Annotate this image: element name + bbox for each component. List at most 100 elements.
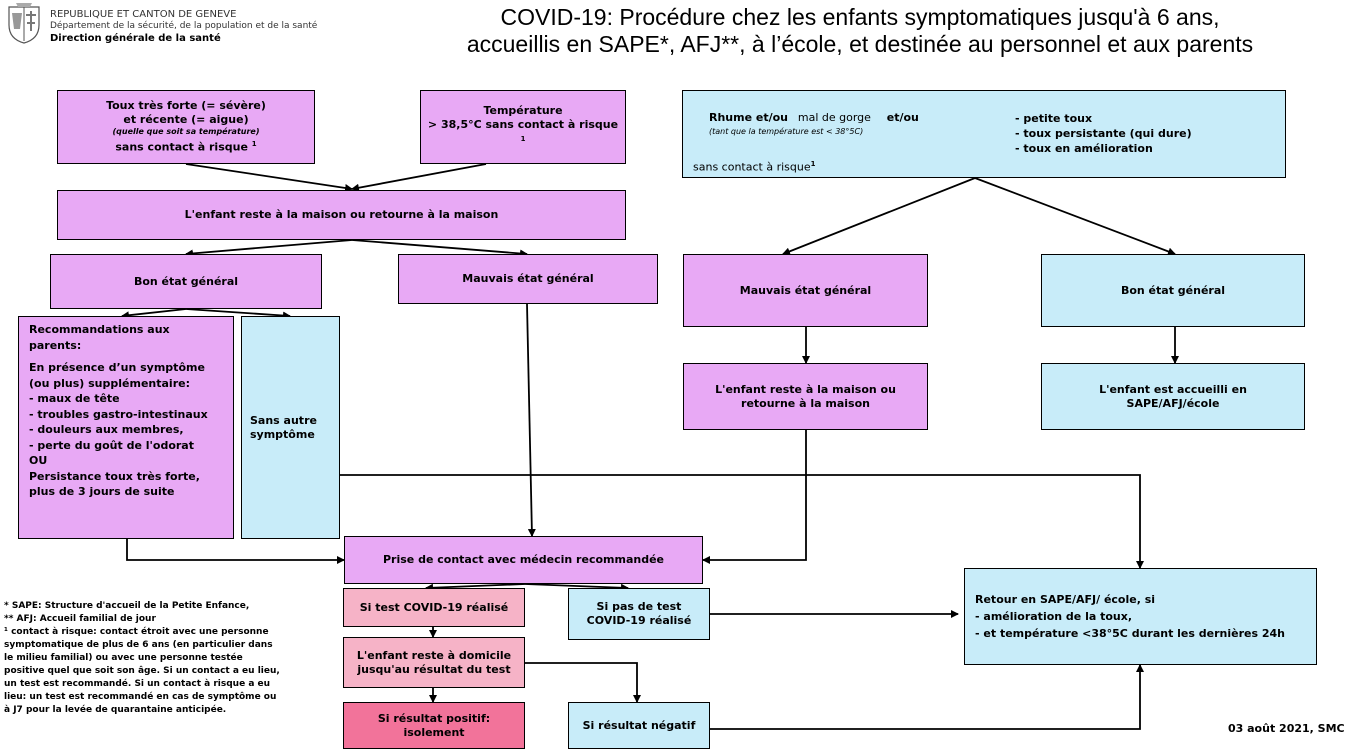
reco-line: plus de 3 jours de suite — [29, 485, 175, 498]
reco-line: - troubles gastro-intestinaux — [29, 407, 208, 421]
mauvais-etat-left-text: Mauvais état général — [462, 272, 594, 285]
reco-line: OU — [29, 454, 48, 467]
reco-line: - perte du goût de l'odorat — [29, 438, 194, 452]
retour-line: - et température <38°5C durant les derni… — [975, 627, 1285, 640]
test-realise-text: Si test COVID-19 réalisé — [359, 600, 509, 614]
domicile-line: jusqu'au résultat du test — [357, 662, 511, 676]
title-line-1: COVID-19: Procédure chez les enfants sym… — [500, 4, 1220, 30]
arrow-toux-to-reste — [185, 163, 353, 192]
footnote-line: symptomatique de plus de 6 ans (en parti… — [4, 640, 273, 650]
institution-line-2: Département de la sécurité, de la popula… — [50, 21, 318, 31]
reste-maison-text: L'enfant reste à la maison ou retourne à… — [184, 208, 499, 221]
footnote-line: à J7 pour la levée de quarantaine antici… — [4, 705, 227, 715]
reco-line: Recommandations aux — [29, 323, 170, 336]
arrow-reco-to-prise — [126, 539, 345, 564]
page-title: COVID-19: Procédure chez les enfants sym… — [360, 4, 1360, 58]
date-signature: 03 août 2021, SMC — [1228, 722, 1345, 735]
geneva-coat-of-arms-icon — [8, 3, 40, 44]
arrow-bon-to-sans — [185, 308, 291, 320]
footnote-line: lieu: un test est recommandé en cas de s… — [4, 692, 277, 702]
arrow-rhume-to-bon-right — [974, 177, 1176, 256]
accueilli-line: L'enfant est accueilli en — [1099, 382, 1247, 396]
reco-line: parents: — [29, 338, 82, 352]
arrow-rhume-to-mauvais-right — [782, 177, 976, 256]
box-temperature: Température > 38,5°C sans contact à risq… — [420, 90, 626, 164]
box-sans-autre: Sans autre symptôme — [241, 316, 340, 539]
footnote-line: * SAPE: Structure d'accueil de la Petite… — [4, 601, 250, 611]
footnote-line: ¹ contact à risque: contact étroit avec … — [4, 627, 269, 637]
bon-etat-right-text: Bon état général — [1120, 283, 1226, 297]
toux-contact: sans contact à risque — [115, 140, 252, 154]
mal-gorge-label: mal de gorge — [797, 111, 871, 124]
mauvais-etat-right-text: Mauvais état général — [739, 283, 872, 297]
temp-threshold: > 38,5°C sans contact à risque — [427, 118, 619, 132]
toux-line-1: Toux très forte (= sévère) — [106, 99, 266, 113]
arrow-sans-to-retour — [340, 474, 1144, 569]
toux-line-3: (quelle que soit sa température) — [112, 127, 260, 137]
reco-line: - maux de tête — [29, 392, 120, 405]
institution-line-1: REPUBLIQUE ET CANTON DE GENEVE — [50, 9, 237, 20]
footnote-line: ** AFJ: Accueil familial de jour — [4, 614, 156, 624]
footnote-line: un test est recommandé. Si un contact à … — [4, 679, 271, 689]
rhume-list: - petite toux - toux persistante (qui du… — [1015, 111, 1192, 156]
arrow-domicile-to-negatif — [525, 662, 641, 703]
box-reste-maison: L'enfant reste à la maison ou retourne à… — [57, 190, 626, 240]
rhume-list-item: - toux persistante (qui dure) — [1015, 127, 1192, 140]
negatif-text: Si résultat négatif — [582, 718, 696, 732]
box-reste-maison-2: L'enfant reste à la maison ou retourne à… — [683, 363, 928, 430]
box-mauvais-etat-right: Mauvais état général — [683, 254, 928, 327]
box-rhume: Rhume et/ou mal de gorge et/ou (tant que… — [682, 90, 1286, 178]
reco-line: Persistance toux très forte, — [29, 469, 200, 483]
box-prise-contact: Prise de contact avec médecin recommandé… — [344, 536, 703, 584]
sans-autre-line: symptôme — [250, 427, 315, 441]
rhume-label: Rhume et/ou — [709, 111, 789, 124]
arrow-negatif-to-retour — [710, 664, 1144, 730]
box-bon-etat-right: Bon état général — [1041, 254, 1305, 327]
rhume-list-item: - petite toux — [1015, 112, 1093, 125]
bon-etat-left-text: Bon état général — [133, 274, 239, 288]
box-recommandations: Recommandations aux parents: En présence… — [18, 316, 234, 539]
temp-line-1: Température — [483, 104, 563, 118]
box-resultat-negatif: Si résultat négatif — [568, 702, 710, 749]
reste-maison-2-line: L'enfant reste à la maison ou — [715, 382, 896, 396]
arrow-reste2-to-prise — [702, 430, 807, 564]
box-test-realise: Si test COVID-19 réalisé — [343, 588, 525, 627]
pas-test-line: Si pas de test — [596, 600, 682, 613]
logo — [4, 3, 44, 45]
box-pas-test: Si pas de test COVID-19 réalisé — [568, 588, 710, 640]
box-accueilli: L'enfant est accueilli en SAPE/AFJ/école — [1041, 363, 1305, 430]
rhume-main: Rhume et/ou mal de gorge et/ou — [709, 111, 919, 125]
retour-line: - amélioration de la toux, — [975, 610, 1133, 623]
reco-line: - douleurs aux membres, — [29, 423, 184, 436]
reco-line: (ou plus) supplémentaire: — [29, 376, 190, 390]
arrow-mauvais-to-prise — [526, 303, 536, 537]
box-bon-etat-left: Bon état général — [50, 254, 322, 309]
toux-line-2: et récente (= aigue) — [123, 113, 249, 127]
accueilli-line: SAPE/AFJ/école — [1126, 396, 1220, 410]
temp-sup: 1 — [520, 135, 526, 144]
positif-line: isolement — [403, 725, 465, 739]
prise-contact-text: Prise de contact avec médecin recommandé… — [382, 553, 664, 566]
temp-line-2: > 38,5°C sans contact à risque 1 — [427, 118, 619, 150]
box-toux-forte: Toux très forte (= sévère) et récente (=… — [57, 90, 315, 164]
reste-maison-2-line: retourne à la maison — [741, 396, 870, 410]
arrow-bon-to-reco — [121, 308, 187, 320]
institution-header: REPUBLIQUE ET CANTON DE GENEVE Départeme… — [50, 9, 317, 45]
toux-line-4: sans contact à risque 1 — [115, 137, 256, 155]
arrow-prise-to-pas-test — [524, 583, 629, 592]
arrow-prise-to-test — [425, 583, 526, 592]
rhume-sup: 1 — [810, 160, 816, 168]
box-domicile: L'enfant reste à domicile jusqu'au résul… — [343, 637, 525, 688]
footnote-line: le milieu familial) ou avec une personne… — [4, 653, 243, 663]
etou-label: et/ou — [886, 111, 919, 124]
domicile-line: L'enfant reste à domicile — [356, 648, 512, 662]
rhume-note: (tant que la température est < 38°5C) — [709, 127, 864, 136]
toux-sup: 1 — [251, 140, 257, 149]
arrow-temp-to-reste — [351, 163, 487, 192]
sans-autre-line: Sans autre — [250, 413, 317, 427]
footnote-line: positive quel que soit son âge. Si un co… — [4, 666, 280, 676]
reco-line: En présence d’un symptôme — [29, 361, 205, 374]
retour-line: Retour en SAPE/AFJ/ école, si — [975, 593, 1156, 606]
pas-test-line: COVID-19 réalisé — [586, 614, 692, 627]
